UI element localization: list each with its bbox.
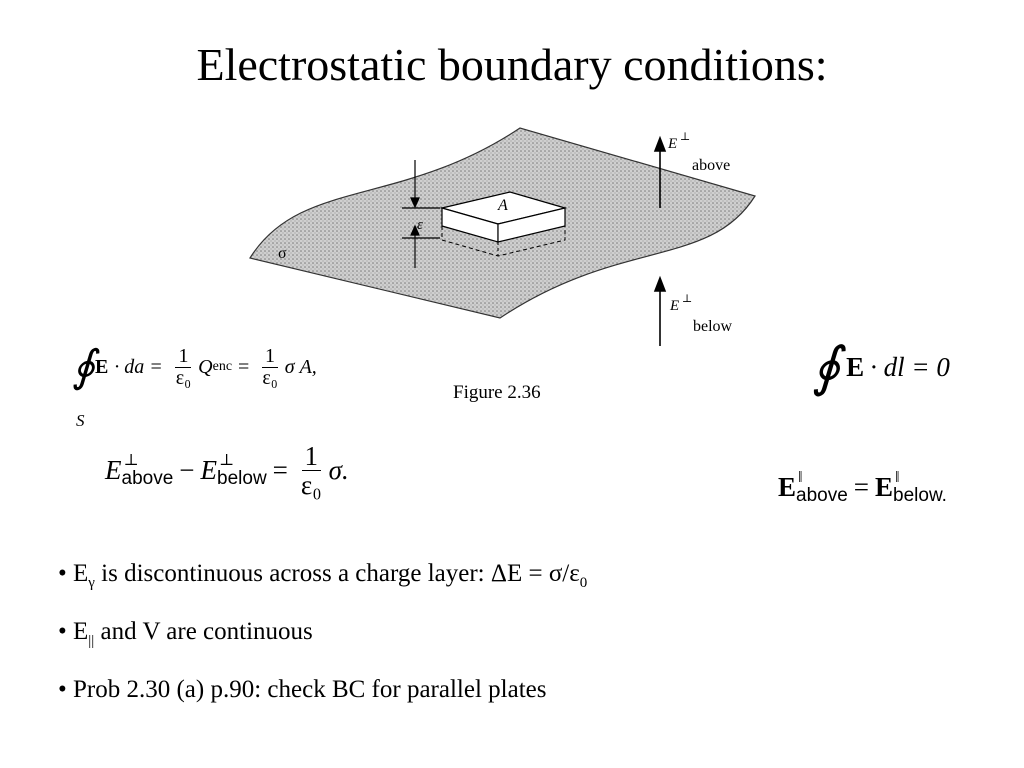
arrow-E-above: [653, 135, 667, 208]
label-E-below-sub: below: [693, 318, 733, 335]
figure-caption: Figure 2.36: [453, 382, 541, 403]
label-E-above-perp: ⊥: [680, 130, 690, 143]
gauss-fraction-2: 1 ε₀: [262, 344, 279, 389]
gauss-equals: =: [238, 355, 250, 378]
gauss-fraction-1: 1 ε₀: [175, 344, 192, 389]
arrow-E-below: [653, 275, 667, 346]
normal-fraction: 1 ε₀: [300, 441, 322, 501]
label-E-below-symbol: E: [669, 298, 679, 314]
thickness-marker: [402, 160, 440, 268]
label-E-below-perp: ⊥: [682, 292, 692, 305]
gauss-E: E: [94, 355, 109, 378]
closed-line-integral-symbol: ∮: [812, 337, 841, 397]
gaussian-pillbox: [439, 191, 568, 257]
bullet-item: • Eγ is discontinuous across a charge la…: [58, 560, 588, 591]
closed-surface-integral-symbol: ∮: [72, 342, 95, 391]
bullet-item: • E|| and V are continuous: [58, 618, 313, 649]
bullet-list: • Eγ is discontinuous across a charge la…: [58, 560, 587, 734]
equation-normal-component: E ⊥ above − E ⊥ below = 1 ε₀ σ.: [105, 441, 349, 501]
gauss-enc: enc: [212, 359, 233, 374]
gauss-da: · da =: [114, 355, 163, 378]
gauss-Q: Q: [198, 355, 213, 378]
label-E-above-sub: above: [692, 157, 730, 174]
equation-line-integral: ∮ E · dl = 0: [812, 337, 950, 397]
gauss-sigma-A: σ A,: [284, 355, 317, 378]
bullet-item: • Prob 2.30 (a) p.90: check BC for paral…: [58, 676, 547, 703]
label-E-above-symbol: E: [667, 136, 677, 152]
figure-charged-surface: ε A σ E ⊥ above E ⊥ below: [249, 127, 756, 346]
equation-gauss-law: ∮ S E · da = 1 ε₀ Q enc = 1 ε₀ σ A,: [72, 342, 317, 431]
label-epsilon: ε: [417, 217, 423, 233]
label-sigma: σ: [278, 245, 287, 262]
label-area-A: A: [497, 197, 508, 214]
integral-subscript: S: [76, 411, 85, 430]
equation-tangential-component: E ‖ above = E ‖ below.: [778, 469, 947, 506]
slide-title: Electrostatic boundary conditions:: [196, 39, 828, 90]
